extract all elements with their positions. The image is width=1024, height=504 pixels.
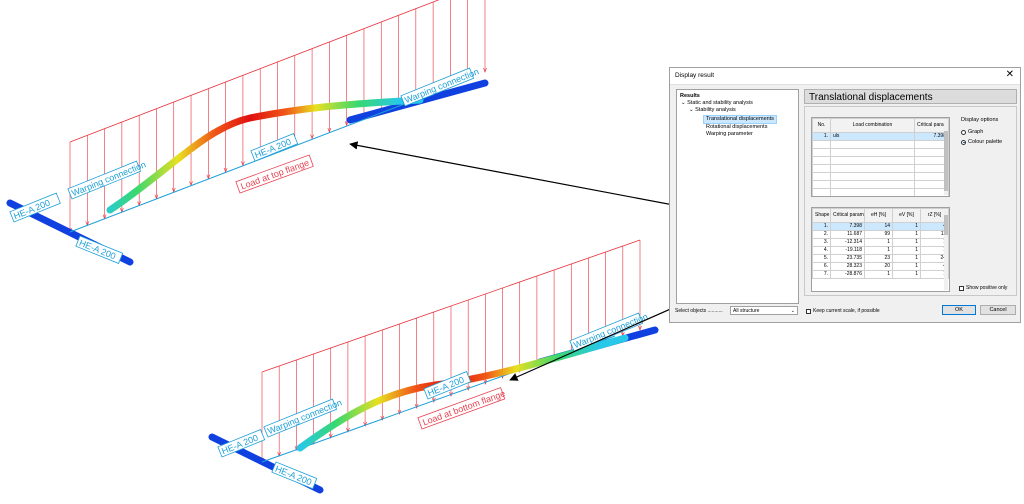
table-row[interactable]: 6.28.3232014: [812, 262, 949, 271]
lower-load-arrowhead: [466, 385, 470, 391]
lower-load-arrowhead: [483, 379, 488, 385]
tree-root[interactable]: Results: [680, 93, 700, 99]
column-header: eV [%]: [892, 208, 921, 223]
table-row[interactable]: 1. uls 7.398: [812, 132, 949, 141]
graph-option[interactable]: Graph: [961, 129, 983, 135]
shape-table: Shape Critical parameter eH [%] eV [%] r…: [811, 207, 950, 292]
tree-item-static-stability[interactable]: ⌄ Static and stability analysis: [681, 100, 753, 106]
display-result-dialog: Display result ✕ Results ⌄ Static and st…: [669, 67, 1021, 323]
combo-scrollbar[interactable]: [944, 119, 948, 195]
lower-model: HE-A 200 Warping connection HE-A 200 HE-…: [208, 239, 659, 494]
keep-scale-checkbox[interactable]: Keep current scale, if possible: [806, 308, 880, 314]
column-header: rZ [%]: [920, 208, 949, 223]
panel-title: Translational displacements: [809, 92, 933, 103]
lower-load-arrowhead: [432, 397, 436, 403]
lower-load-arrowhead: [380, 415, 385, 421]
close-icon[interactable]: ✕: [1005, 69, 1014, 80]
table-row[interactable]: 2.11.68799111: [812, 230, 949, 239]
results-tree: Results ⌄ Static and stability analysis …: [676, 89, 799, 304]
upper-load-arrowhead: [483, 67, 487, 73]
lower-warping-label-left: Warping connection: [263, 397, 343, 438]
panel-header: Translational displacements: [804, 89, 1017, 104]
upper-load-arrowhead: [310, 134, 314, 140]
results-panel: No. Load combination Critical parameter …: [804, 106, 1017, 296]
table-row: [812, 156, 949, 165]
upper-beam-axis: [69, 97, 421, 233]
radio-colour-palette[interactable]: [961, 139, 966, 145]
tree-item-rotational[interactable]: Rotational displacements: [706, 124, 768, 130]
display-options-group: Display options Graph Colour palette: [959, 117, 1013, 157]
table-row[interactable]: 1.7.3981414: [812, 222, 949, 231]
table-row: [812, 172, 949, 181]
dialog-title: Display result: [675, 72, 715, 79]
lower-load-arrowhead: [346, 427, 350, 433]
column-header: Critical parameter: [914, 118, 949, 133]
table-header-row: Shape Critical parameter eH [%] eV [%] r…: [812, 208, 949, 223]
select-objects-dropdown[interactable]: All structure ⌄: [730, 306, 798, 315]
chevron-down-icon[interactable]: ⌄: [681, 100, 686, 106]
upper-deformed-beam: [106, 96, 424, 214]
colour-palette-option[interactable]: Colour palette: [961, 139, 1002, 145]
display-options-title: Display options: [961, 117, 999, 123]
checkbox[interactable]: [959, 285, 964, 291]
lower-load-arrowhead: [449, 391, 453, 397]
tree-item-warping[interactable]: Warping parameter: [706, 131, 753, 137]
shape-scrollbar[interactable]: [944, 209, 948, 290]
column-header: eH [%]: [864, 208, 893, 223]
scroll-thumb[interactable]: [944, 131, 948, 191]
load-combination-table: No. Load combination Critical parameter …: [811, 117, 950, 197]
upper-section-label-left-2: HE-A 200: [75, 235, 124, 264]
table-row: [812, 148, 949, 157]
chevron-down-icon[interactable]: ⌄: [790, 308, 795, 314]
radio-graph[interactable]: [961, 129, 966, 135]
dialog-titlebar: Display result ✕: [670, 68, 1020, 85]
table-row: [812, 188, 949, 196]
lower-load-arrowhead: [363, 421, 367, 427]
cancel-button[interactable]: Cancel: [980, 305, 1016, 315]
upper-load-arrowhead: [344, 121, 349, 127]
tree-item-stability-analysis[interactable]: ⌄ Stability analysis: [689, 107, 736, 113]
svg-text:Load at top flange: Load at top flange: [239, 157, 310, 191]
show-positive-checkbox[interactable]: Show positive only: [959, 285, 1007, 291]
table-header-row: No. Load combination Critical parameter: [812, 118, 949, 133]
chevron-down-icon[interactable]: ⌄: [689, 107, 694, 113]
table-row[interactable]: 5.23.73523124: [812, 254, 949, 263]
table-row: [812, 140, 949, 149]
dialog-footer: Select objects ........... All structure…: [670, 305, 1020, 320]
ok-button[interactable]: OK: [942, 305, 976, 315]
table-row: [812, 164, 949, 173]
checkbox[interactable]: [806, 308, 811, 314]
upper-load-arrowhead: [327, 127, 332, 133]
column-header: Shape: [812, 208, 831, 223]
lower-section-label-left-2: HE-A 200: [271, 461, 318, 490]
tree-item-translational[interactable]: Translational displacements: [703, 115, 777, 124]
table-row: [812, 180, 949, 189]
lower-load-arrowhead: [328, 433, 333, 439]
table-row[interactable]: 3.-12.314111: [812, 238, 949, 247]
svg-text:Warping connection: Warping connection: [266, 397, 343, 436]
scroll-thumb[interactable]: [944, 215, 948, 235]
select-objects-label: Select objects ...........: [675, 308, 723, 314]
table-row[interactable]: 7.-28.876111: [812, 270, 949, 279]
upper-load-label: Load at top flange: [235, 154, 314, 194]
upper-model: HE-A 200 Warping connection HE-A 200 HE-…: [6, 0, 489, 266]
column-header: No.: [812, 118, 831, 133]
table-row[interactable]: 4.-19.118111: [812, 246, 949, 255]
column-header: Load combination: [830, 118, 915, 133]
lower-load-arrowhead: [397, 409, 402, 415]
lower-load-arrowhead: [414, 403, 419, 409]
column-header: Critical parameter: [830, 208, 865, 223]
